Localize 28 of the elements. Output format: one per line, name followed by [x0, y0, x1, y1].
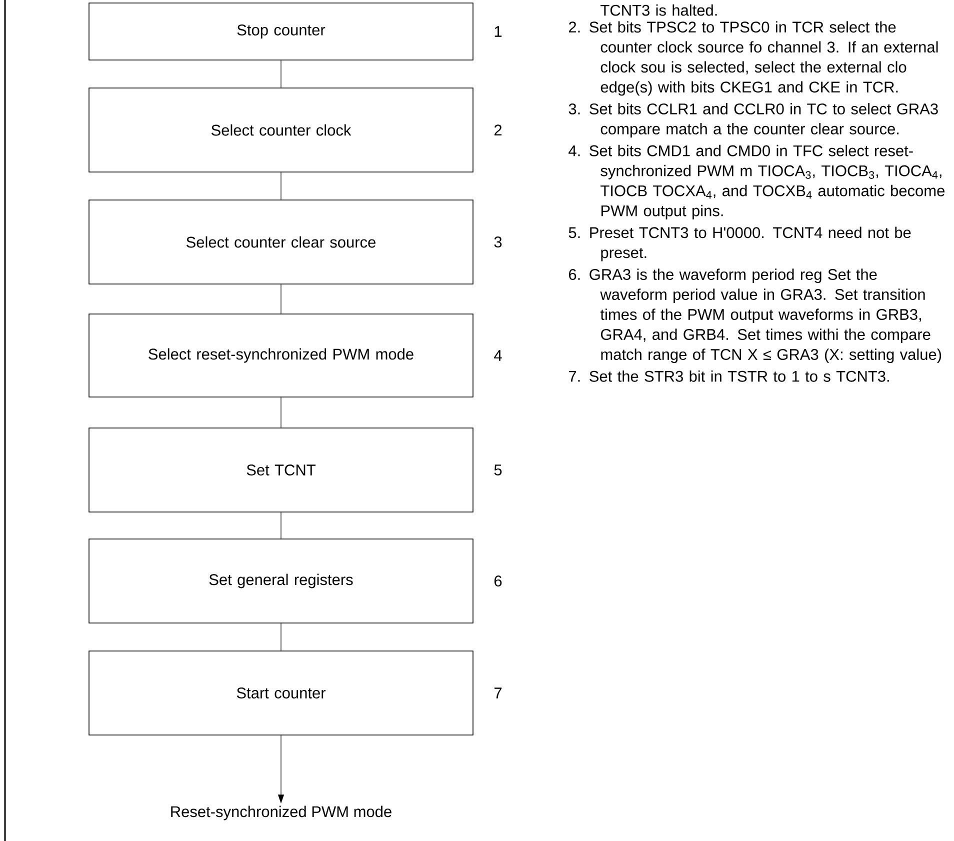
process-box: Select counter clock	[88, 88, 474, 172]
step-number: 6	[494, 576, 502, 586]
connector-line	[280, 172, 282, 200]
connector-line	[280, 60, 282, 88]
end-text: Reset-synchronized PWM mode	[171, 806, 392, 820]
process-box: Select counter clear source	[88, 200, 474, 284]
process-box: Stop counter	[88, 2, 474, 60]
step-number: 2	[494, 124, 502, 136]
step-number: 7	[494, 688, 502, 698]
note-item: 5. Preset TCNT3 to H'0000. TCNT4 need not be preset.	[568, 226, 911, 262]
step-number: 5	[494, 464, 502, 476]
connector-line	[280, 397, 282, 428]
process-box: Start counter	[88, 650, 474, 736]
note-text: TCNT3 is halted.	[600, 4, 717, 16]
note-item: 3. Set bits CCLR1 and CCLR0 in TC to select GRA3 compare match a the counter clear source.	[568, 103, 938, 138]
connector-line	[280, 512, 282, 539]
connector-line	[280, 284, 282, 314]
process-box: Set general registers	[88, 538, 474, 624]
step-number: 1	[494, 26, 502, 37]
note-item: 2. Set bits TPSC2 to TPSC0 in TCR select the counter clock source fo channel 3. If an external clock sou is selected, select the external clo edge(s) with bits CKEG1 and CKE in TCR.	[569, 21, 938, 96]
process-box: Set TCNT	[88, 428, 474, 512]
step-number: 3	[494, 236, 502, 248]
note-item: 6. GRA3 is the waveform period reg Set the waveform period value in GRA3. Set transition times of the PWM output waveforms in GRB3, GRA4, and GRB4. Set times withi the compare match range of TCN X ≤ GRA3 (X: setting value)	[569, 268, 942, 364]
process-box: Select reset-synchronized PWM mode	[88, 314, 474, 398]
note-item: 7. Set the STR3 bit in TSTR to 1 to s TCNT3.	[569, 370, 889, 382]
note-item: 4. Set bits CMD1 and CMD0 in TFC select reset-synchronized PWM m TIOCA$_{3}$, TIOCB$_{3}$, TIOCA$_{4}$, TIOCB TOCXA$_{4}$, and TOCXB$_{4}$ automatic become PWM output pins.	[568, 144, 944, 220]
connector-line	[280, 623, 282, 651]
step-number: 4	[494, 350, 502, 361]
